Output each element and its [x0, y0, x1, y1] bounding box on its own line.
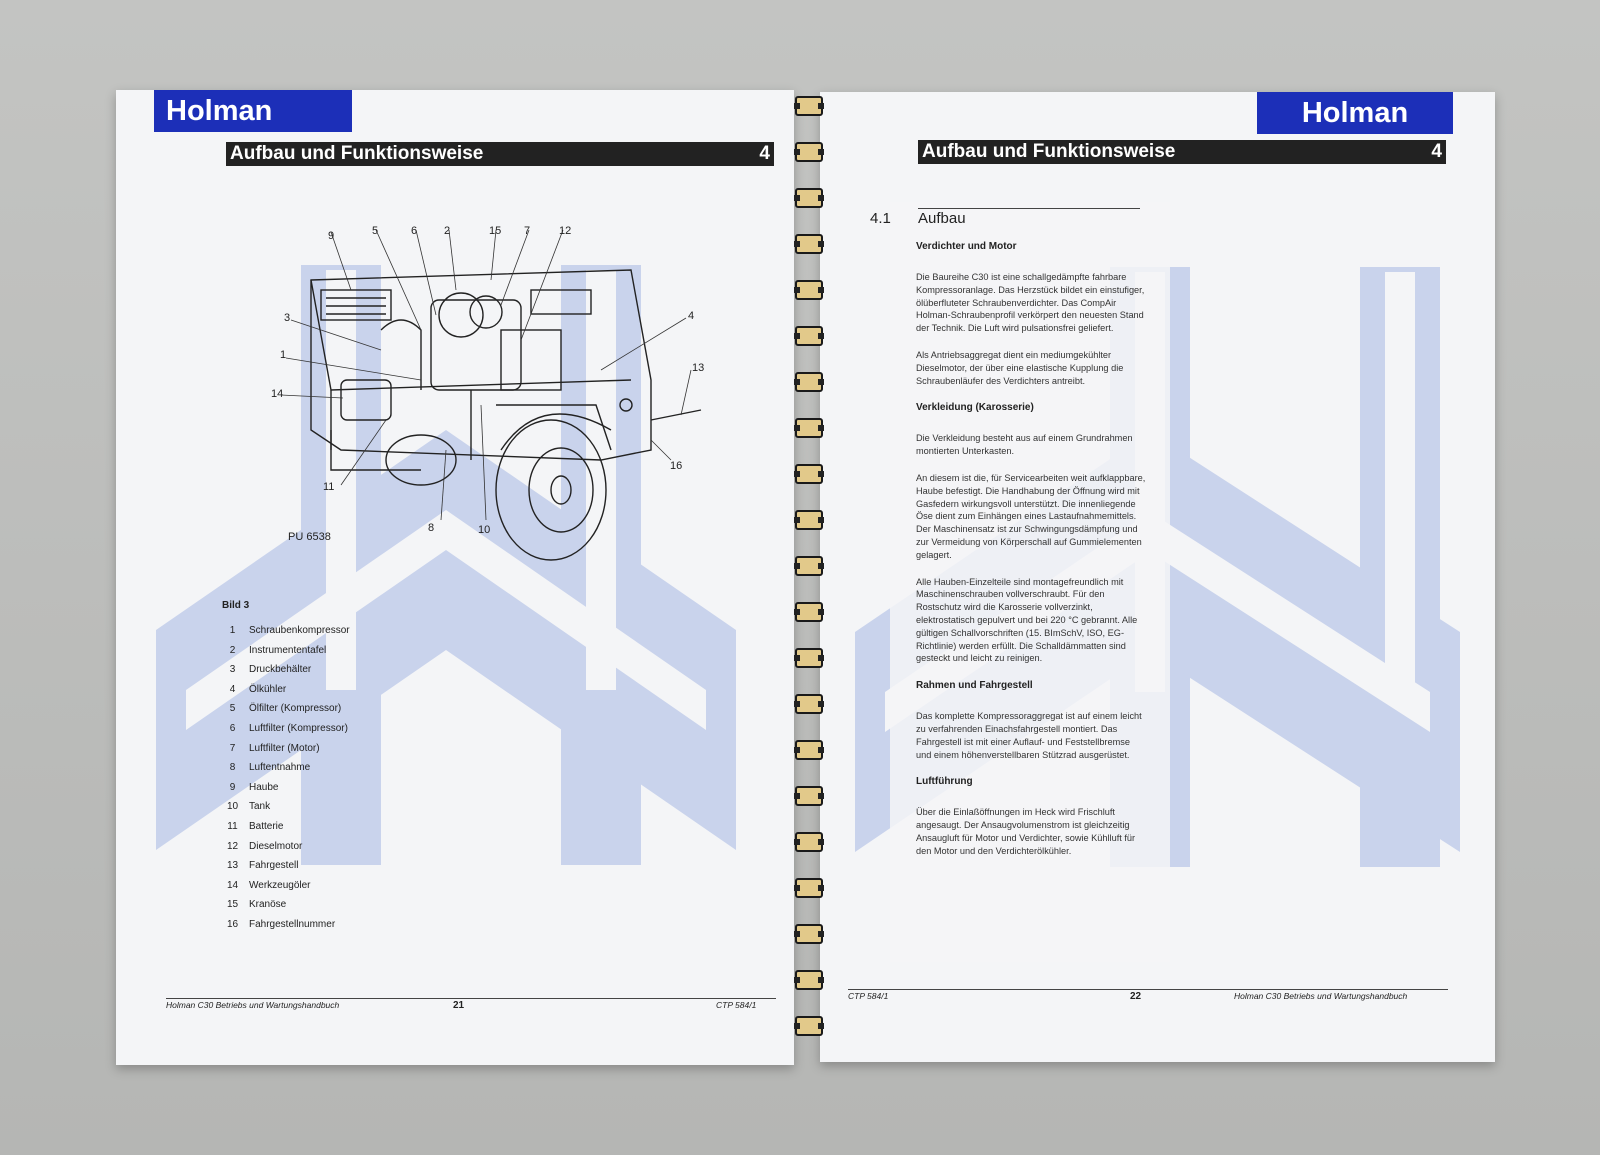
footer-rule: [166, 998, 776, 999]
chapter-header: Aufbau und Funktionsweise 4: [918, 140, 1446, 164]
watermark-logo: [156, 265, 736, 865]
callout-15: 15: [489, 225, 502, 237]
callout-3: 3: [284, 312, 291, 324]
callout-16: 16: [670, 460, 683, 472]
callout-2: 2: [444, 225, 451, 237]
section-title: Aufbau: [918, 210, 966, 227]
callout-11: 11: [323, 481, 335, 493]
paragraph: Als Antriebsaggregat dient ein mediumgek…: [916, 349, 1124, 386]
body-text: Verdichter und Motor Die Baureihe C30 is…: [916, 240, 1146, 872]
binding-coil: [794, 786, 824, 806]
binding-coil: [794, 648, 824, 668]
paragraph: An diesem ist die, für Servicearbeiten w…: [916, 472, 1146, 560]
binding-coil: [794, 234, 824, 254]
spiral-binding: [790, 88, 828, 1063]
binding-coil: [794, 924, 824, 944]
footer-code: CTP 584/1: [848, 991, 889, 1001]
binding-coil: [794, 832, 824, 852]
paragraph: Das komplette Kompressoraggregat ist auf…: [916, 711, 1142, 760]
chapter-title: Aufbau und Funktionsweise: [230, 143, 484, 164]
subheading: Verdichter und Motor: [916, 241, 1017, 252]
binding-coil: [794, 1016, 824, 1036]
footer-title: Holman C30 Betriebs und Wartungshandbuch: [1234, 991, 1408, 1001]
callout-5: 5: [372, 225, 379, 237]
paragraph: Alle Hauben-Einzelteile sind montagefreu…: [916, 576, 1138, 664]
page-number: 22: [1130, 991, 1142, 1002]
binding-coil: [794, 970, 824, 990]
legend-title: Bild 3: [222, 600, 250, 611]
binding-coil: [794, 96, 824, 116]
binding-coil: [794, 464, 824, 484]
binding-coil: [794, 372, 824, 392]
binding-coil: [794, 694, 824, 714]
subheading: Rahmen und Fahrgestell: [916, 680, 1033, 692]
paragraph: Die Verkleidung besteht aus auf einem Gr…: [916, 433, 1133, 457]
right-page: Holman Aufbau und Funktionsweise 4 4.1 A…: [820, 92, 1495, 1062]
binding-coil: [794, 418, 824, 438]
left-page: Holman Aufbau und Funktionsweise 4: [116, 90, 794, 1065]
paragraph: Über die Einlaßöffnungen im Heck wird Fr…: [916, 807, 1136, 856]
binding-coil: [794, 510, 824, 530]
callout-10: 10: [478, 524, 491, 536]
callout-12: 12: [559, 225, 572, 237]
callout-6: 6: [411, 225, 418, 237]
binding-coil: [794, 740, 824, 760]
binding-coil: [794, 326, 824, 346]
paragraph: Die Baureihe C30 ist eine schallgedämpft…: [916, 272, 1145, 334]
callout-8: 8: [428, 522, 435, 534]
binding-coil: [794, 878, 824, 898]
section-rule: [918, 208, 1140, 209]
brand-logo: Holman: [1257, 92, 1453, 134]
brand-logo: Holman: [154, 90, 352, 132]
binding-coil: [794, 556, 824, 576]
footer-code: CTP 584/1: [716, 1000, 757, 1010]
callout-14: 14: [271, 388, 284, 400]
binding-coil: [794, 602, 824, 622]
footer-title: Holman C30 Betriebs und Wartungshandbuch: [166, 1000, 340, 1010]
chapter-number: 4: [1431, 141, 1442, 162]
callout-4: 4: [688, 310, 695, 322]
chapter-number: 4: [759, 143, 770, 164]
binding-coil: [794, 188, 824, 208]
page-number: 21: [453, 1000, 465, 1011]
subheading: Luftführung: [916, 776, 973, 788]
callout-1: 1: [280, 349, 287, 361]
callout-13: 13: [692, 362, 705, 374]
binding-coil: [794, 142, 824, 162]
section-number: 4.1: [870, 210, 891, 227]
subheading: Verkleidung (Karosserie): [916, 402, 1034, 414]
watermark-logo: [855, 202, 1460, 962]
figure-code: PU 6538: [288, 531, 331, 543]
binding-coil: [794, 280, 824, 300]
footer-rule: [848, 989, 1448, 990]
compressor-drawing: [280, 229, 702, 561]
callout-7: 7: [524, 225, 531, 237]
chapter-title: Aufbau und Funktionsweise: [922, 141, 1176, 162]
chapter-header: Aufbau und Funktionsweise 4: [226, 142, 774, 166]
callout-9: 9: [328, 230, 335, 242]
